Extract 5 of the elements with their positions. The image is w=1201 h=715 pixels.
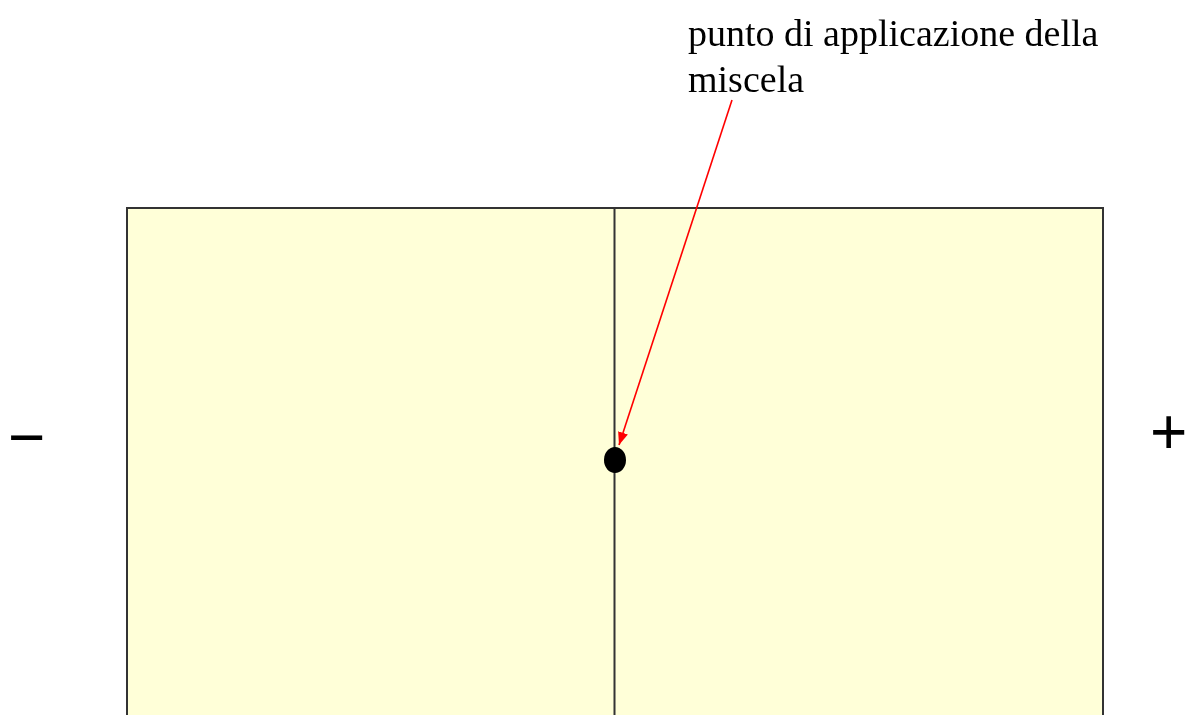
annotation-text: punto di applicazione della miscela [688,10,1188,102]
leader-arrow [618,99,733,446]
minus-sign: − [8,405,46,469]
plus-sign: + [1150,400,1188,464]
application-point-dot [604,447,626,473]
